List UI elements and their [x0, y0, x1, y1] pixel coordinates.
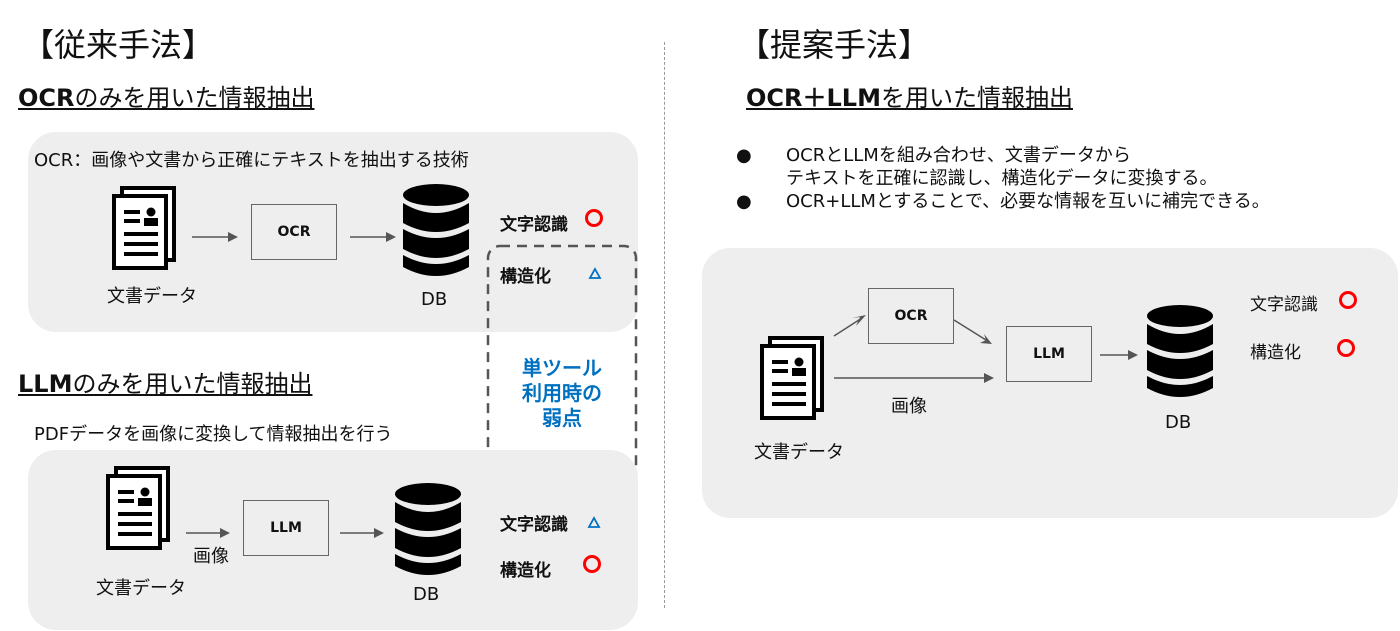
circle-mark-icon: [582, 554, 602, 578]
proposed-ocr-box: OCR: [868, 288, 954, 344]
ocr-only-description: OCR：画像や文書から正確にテキストを抽出する技術: [34, 150, 469, 171]
llm-only-arrow-label: 画像: [193, 546, 229, 567]
arrow-icon: [340, 524, 384, 543]
left-section-title: 【従来手法】: [22, 26, 215, 64]
triangle-mark-icon: [587, 514, 601, 533]
llm-only-subtitle-bold: LLM: [18, 370, 73, 398]
proposed-db-label: DB: [1165, 412, 1192, 433]
weakness-callout: 単ツール 利用時の 弱点: [490, 356, 634, 431]
bullet-line: OCRとLLMを組み合わせ、文書データから: [786, 145, 1131, 166]
llm-only-structuring-label: 構造化: [500, 561, 551, 581]
llm-only-subtitle: LLMのみを用いた情報抽出: [18, 364, 312, 399]
ocr-only-structuring-label: 構造化: [500, 267, 551, 287]
proposed-image-label: 画像: [891, 396, 927, 417]
llm-only-subtitle-rest: のみを用いた情報抽出: [72, 370, 313, 398]
ocr-tool-box: OCR: [251, 204, 337, 260]
section-divider: [664, 42, 665, 608]
ocr-only-char-recognition-label: 文字認識: [500, 215, 568, 235]
arrow-icon: [186, 524, 230, 543]
ocr-only-subtitle-bold: OCR: [18, 84, 75, 112]
triangle-mark-icon: [588, 265, 602, 284]
document-icon: [106, 186, 178, 276]
circle-mark-icon: [1336, 338, 1356, 362]
ocr-only-doc-label: 文書データ: [107, 286, 197, 307]
ocr-only-subtitle: OCRのみを用いた情報抽出: [18, 78, 315, 113]
database-icon: [400, 183, 472, 285]
llm-only-doc-label: 文書データ: [96, 578, 186, 599]
proposed-llm-box: LLM: [1006, 326, 1092, 382]
llm-only-char-recognition-label: 文字認識: [500, 515, 568, 535]
proposed-char-recognition-label: 文字認識: [1250, 295, 1318, 315]
proposed-bullet-list: ● OCRとLLMを組み合わせ、文書データから テキストを正確に認識し、構造化デ…: [736, 144, 1396, 213]
weakness-callout-line: 利用時の: [522, 381, 602, 405]
proposed-doc-label: 文書データ: [754, 442, 844, 463]
ocr-only-subtitle-rest: のみを用いた情報抽出: [74, 84, 315, 112]
arrow-icon: [192, 228, 238, 247]
bullet-item: ● OCRとLLMを組み合わせ、文書データから テキストを正確に認識し、構造化デ…: [736, 145, 1218, 189]
right-section-title: 【提案手法】: [738, 26, 931, 64]
database-icon: [1144, 304, 1216, 406]
bullet-item: ● OCR+LLMとすることで、必要な情報を互いに補完できる。: [736, 191, 1270, 212]
proposed-subtitle-rest: を用いた情報抽出: [880, 84, 1073, 112]
proposed-subtitle: OCR＋LLMを用いた情報抽出: [746, 78, 1073, 113]
llm-tool-box: LLM: [243, 500, 329, 556]
database-icon: [392, 482, 464, 584]
arrow-icon: [350, 228, 396, 247]
bullet-line: テキストを正確に認識し、構造化データに変換する。: [786, 168, 1218, 189]
llm-only-description: PDFデータを画像に変換して情報抽出を行う: [34, 424, 393, 445]
document-icon: [754, 336, 826, 426]
proposed-structuring-label: 構造化: [1250, 343, 1301, 363]
llm-only-db-label: DB: [413, 584, 440, 605]
bullet-line: OCR+LLMとすることで、必要な情報を互いに補完できる。: [786, 191, 1270, 212]
circle-mark-icon: [584, 208, 604, 232]
weakness-callout-line: 単ツール: [522, 356, 602, 380]
weakness-callout-line: 弱点: [542, 406, 582, 430]
ocr-only-db-label: DB: [421, 289, 448, 310]
proposed-subtitle-bold: OCR＋LLM: [746, 84, 881, 112]
document-icon: [100, 466, 172, 556]
circle-mark-icon: [1338, 290, 1358, 314]
